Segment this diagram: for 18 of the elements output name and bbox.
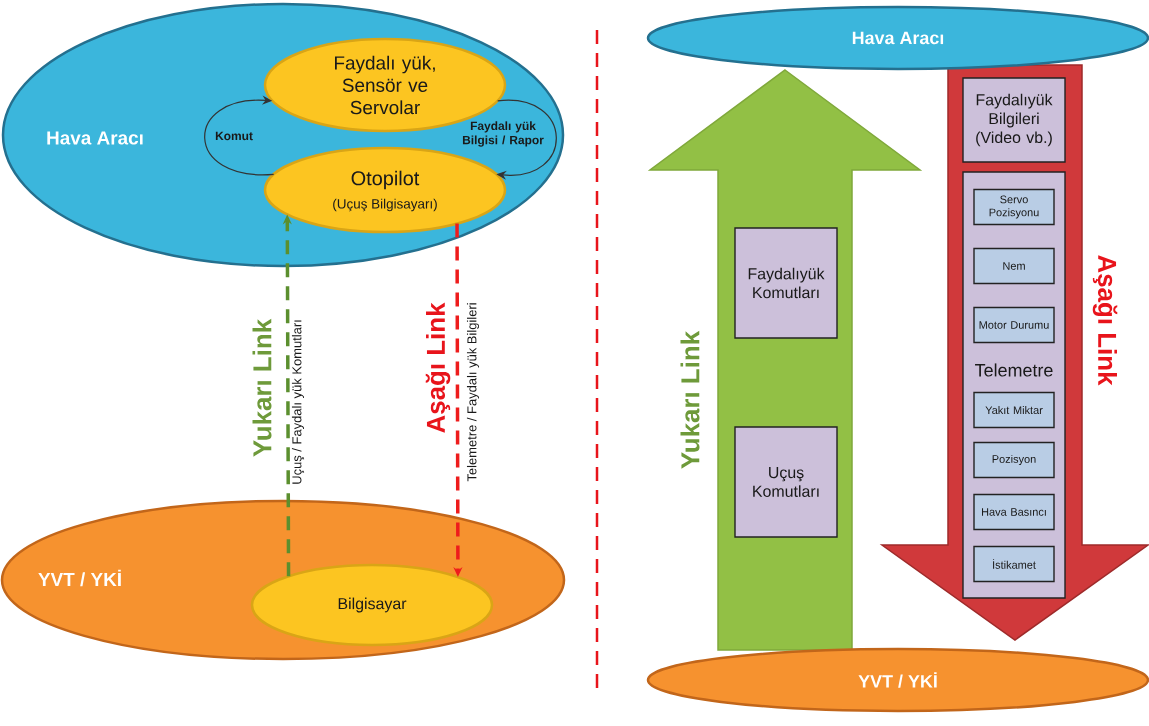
link-label: Aşağı Link [425, 302, 451, 433]
arrow [204, 95, 275, 175]
telemetry-item-box: Pozisyon [973, 441, 1055, 479]
command-box: Faydalıyük Komutları [734, 227, 838, 339]
telemetry-item-box: Servo Pozisyonu [973, 188, 1055, 226]
telemetry-item-box: Yakıt Miktar [973, 391, 1055, 429]
payload-info-box: Faydalıyük Bilgileri (Video vb.) [962, 77, 1066, 163]
edge-label: Uçuş / Faydalı yük Komutları [291, 320, 305, 484]
edge-label: Telemetre / Faydalı yük Bilgileri [466, 303, 480, 482]
telemetry-item-box: İstikamet [973, 545, 1055, 583]
command-box: Uçuş Komutları [734, 426, 838, 538]
telemetry-item-box: Motor Durumu [973, 306, 1055, 344]
link-label: Aşağı Link [1092, 255, 1118, 386]
telemetry-item-box: Nem [973, 247, 1055, 285]
edge-label: Komut [215, 131, 253, 141]
link-label: Yukarı Link [680, 330, 700, 469]
link-label: Yukarı Link [252, 318, 272, 457]
telemetry-item-box: Hava Basıncı [973, 493, 1055, 531]
